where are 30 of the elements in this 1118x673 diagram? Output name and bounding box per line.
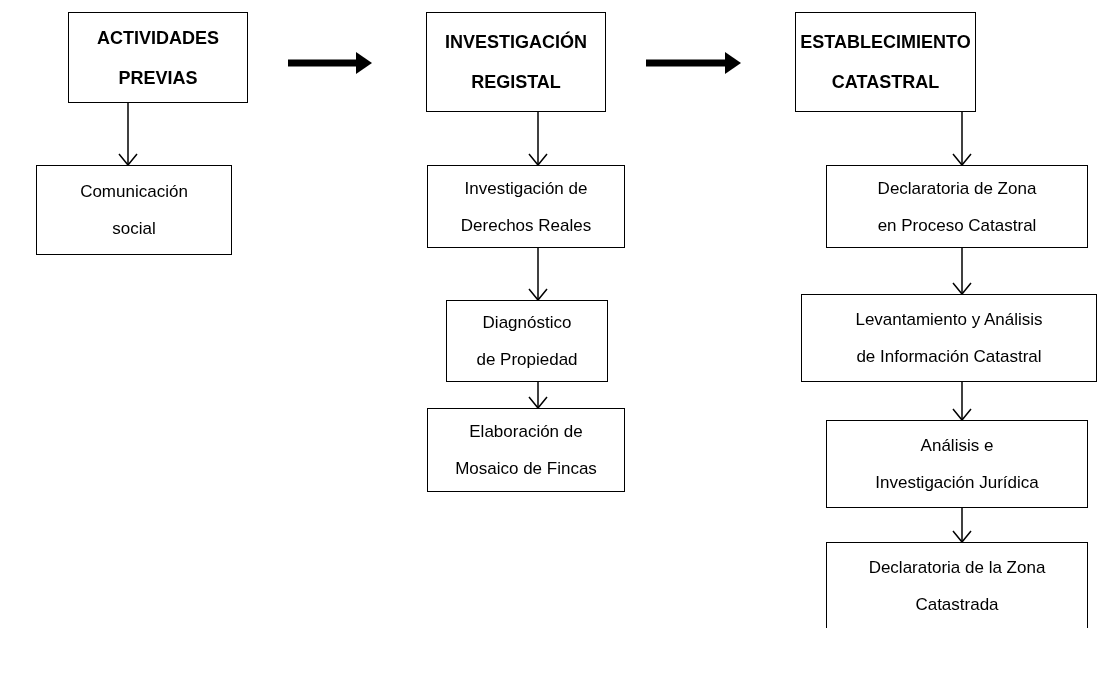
stage-title: ESTABLECIMIENTO CATASTRAL — [800, 31, 971, 94]
process-box — [801, 294, 1097, 382]
step-label: Análisis e Investigación Jurídica — [874, 435, 1040, 494]
stage-box — [68, 12, 248, 103]
step-label: Diagnóstico de Propiedad — [475, 312, 579, 371]
process-box — [826, 420, 1088, 508]
stage-box — [795, 12, 976, 112]
step-label: Investigación de Derechos Reales — [459, 177, 593, 237]
process-box — [826, 542, 1088, 628]
step-label: Elaboración de Mosaico de Fincas — [454, 421, 598, 480]
stage-title: INVESTIGACIÓN REGISTAL — [444, 30, 588, 94]
process-box — [427, 408, 625, 492]
process-box — [427, 165, 625, 248]
arrow — [952, 111, 972, 166]
arrow — [528, 111, 548, 166]
stage-box — [426, 12, 606, 112]
arrow — [528, 247, 548, 301]
arrow — [952, 507, 972, 543]
step-label: Comunicación social — [79, 181, 189, 240]
stage-title: ACTIVIDADES PREVIAS — [96, 26, 220, 90]
arrow — [952, 381, 972, 421]
arrow — [528, 381, 548, 409]
step-label: Declaratoria de Zona en Proceso Catastral — [876, 177, 1038, 237]
process-box — [36, 165, 232, 255]
arrow — [118, 102, 138, 166]
process-box — [446, 300, 608, 382]
process-box — [826, 165, 1088, 248]
step-label: Declaratoria de la Zona Catastrada — [867, 556, 1047, 616]
arrow — [952, 247, 972, 295]
step-label: Levantamiento y Análisis de Información Catastral — [854, 309, 1044, 368]
